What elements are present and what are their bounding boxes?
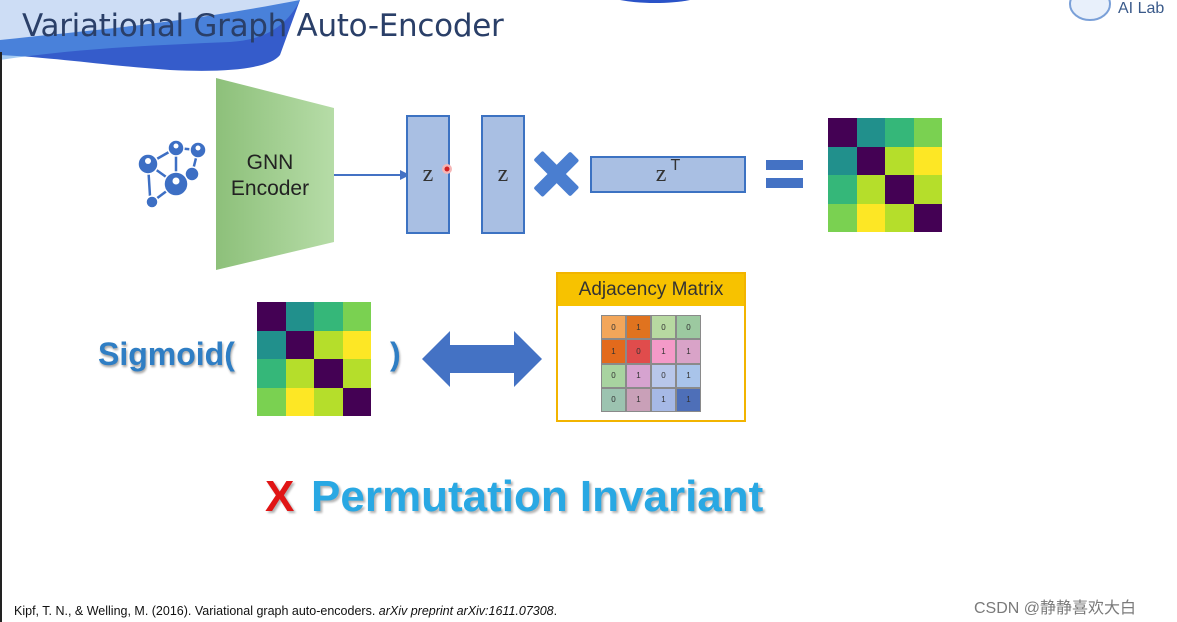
matrix-cell	[913, 146, 942, 175]
adjacency-cell: 0	[601, 363, 626, 388]
z-transpose-box: z T	[590, 156, 746, 193]
ai-lab-logo-text: AI Lab	[1118, 0, 1165, 17]
matrix-cell	[257, 302, 286, 331]
matrix-cell	[257, 359, 286, 388]
citation-venue: arXiv preprint arXiv:1611.07308	[378, 604, 554, 618]
matrix-cell	[314, 302, 343, 331]
z-vector-box-1: z	[406, 115, 450, 234]
adjacency-matrix-title: Adjacency Matrix	[558, 274, 744, 306]
matrix-cell	[885, 118, 914, 147]
reconstructed-adjacency-matrix	[828, 118, 942, 232]
matrix-cell	[885, 175, 914, 204]
citation-authors: Kipf, T. N., & Welling, M. (2016). Varia…	[14, 604, 379, 618]
slide-left-border	[0, 52, 2, 622]
multiply-icon	[534, 151, 579, 197]
adjacency-cell: 1	[676, 339, 701, 364]
matrix-cell	[285, 302, 314, 331]
matrix-cell	[885, 203, 914, 232]
matrix-cell	[314, 387, 343, 416]
adjacency-cell: 1	[626, 315, 651, 340]
matrix-cell	[285, 359, 314, 388]
adjacency-cell: 0	[651, 315, 676, 340]
matrix-cell	[828, 146, 857, 175]
matrix-cell	[314, 330, 343, 359]
adjacency-cell: 1	[651, 339, 676, 364]
adjacency-cell: 1	[676, 363, 701, 388]
double-arrow-icon	[422, 331, 542, 387]
matrix-cell	[342, 330, 371, 359]
z-transpose-label: z	[655, 161, 667, 187]
matrix-cell	[342, 302, 371, 331]
matrix-cell	[856, 203, 885, 232]
matrix-cell	[285, 330, 314, 359]
adjacency-cell: 1	[626, 387, 651, 412]
slide-title: Variational Graph Auto-Encoder	[22, 8, 504, 44]
adjacency-cell: 1	[651, 387, 676, 412]
matrix-cell	[828, 118, 857, 147]
not-mark: X	[265, 472, 295, 521]
matrix-cell	[913, 175, 942, 204]
header-swoosh	[0, 0, 690, 71]
sigmoid-input-matrix	[257, 302, 371, 416]
matrix-cell	[913, 118, 942, 147]
adjacency-cell: 0	[651, 363, 676, 388]
matrix-cell	[257, 387, 286, 416]
matrix-cell	[257, 330, 286, 359]
adjacency-cell: 1	[676, 387, 701, 412]
adjacency-cell: 1	[626, 363, 651, 388]
z-vector-box-2: z	[481, 115, 525, 234]
matrix-cell	[828, 203, 857, 232]
matrix-cell	[342, 387, 371, 416]
gnn-encoder-label-line2: Encoder	[230, 177, 310, 200]
gnn-encoder-label-line1: GNN	[246, 151, 294, 174]
z-label-1: z	[422, 161, 434, 187]
matrix-cell	[913, 203, 942, 232]
adjacency-cell: 0	[601, 315, 626, 340]
sigmoid-close-label: )	[390, 336, 401, 372]
citation-end: .	[553, 604, 558, 618]
matrix-cell	[856, 175, 885, 204]
adjacency-cell: 0	[676, 315, 701, 340]
matrix-cell	[342, 359, 371, 388]
sigmoid-open-label: Sigmoid(	[98, 336, 235, 372]
citation: Kipf, T. N., & Welling, M. (2016). Varia…	[14, 604, 557, 618]
z-transpose-superscript: T	[670, 156, 681, 174]
permutation-invariant-text: Permutation Invariant	[311, 472, 764, 521]
z-label-2: z	[497, 161, 509, 187]
encoder-to-z-arrow-icon	[334, 170, 410, 180]
ai-lab-logo-icon	[1069, 0, 1111, 21]
cursor-dot-icon	[442, 164, 452, 174]
matrix-cell	[314, 359, 343, 388]
matrix-cell	[285, 387, 314, 416]
matrix-cell	[828, 175, 857, 204]
matrix-cell	[856, 118, 885, 147]
gnn-encoder-shape	[216, 78, 334, 270]
csdn-watermark: CSDN @静静喜欢大白	[974, 600, 1137, 617]
equals-icon	[766, 160, 803, 188]
adjacency-cell: 0	[601, 387, 626, 412]
gnn-encoder-label: GNN Encoder	[222, 150, 318, 202]
matrix-cell	[856, 146, 885, 175]
matrix-cell	[885, 146, 914, 175]
adjacency-cell: 0	[626, 339, 651, 364]
adjacency-cell: 1	[601, 339, 626, 364]
graph-network-icon	[137, 139, 207, 209]
